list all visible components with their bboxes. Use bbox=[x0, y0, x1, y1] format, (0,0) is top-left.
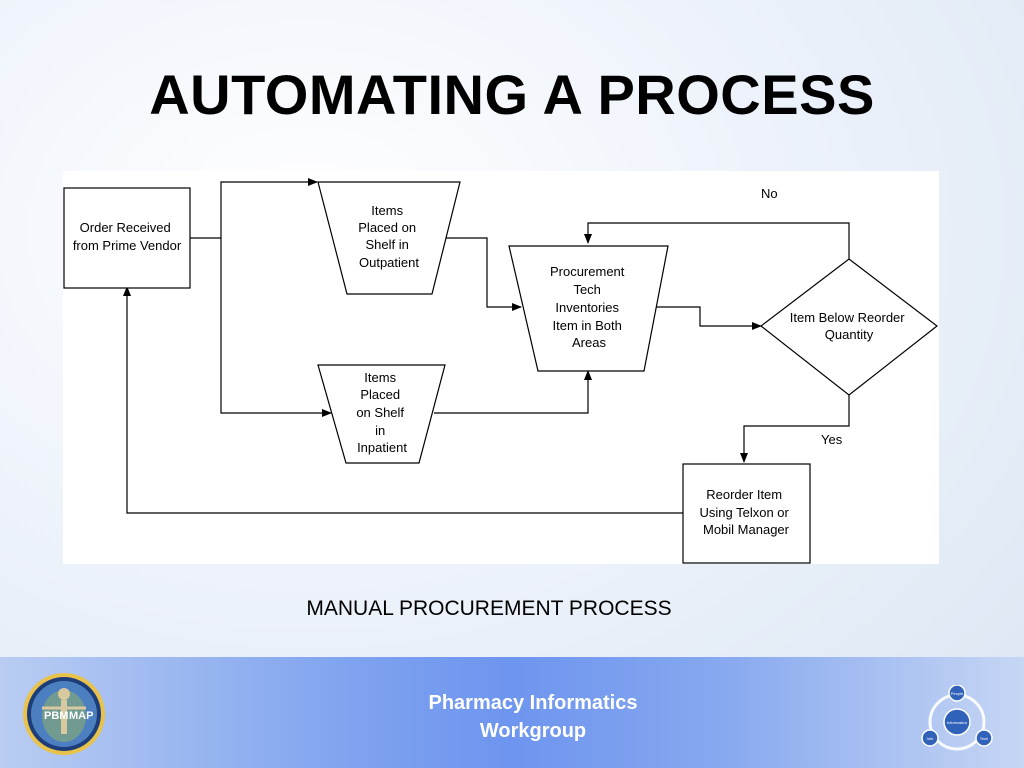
node-outpatient-label: Items Placed on Shelf in Outpatient bbox=[358, 203, 419, 270]
connectors bbox=[123, 178, 850, 514]
node-inpatient-label: Items Placed on Shelf in Inpatient bbox=[356, 370, 407, 455]
edge-decision-yes bbox=[740, 395, 850, 463]
node-decision-label: Item Below Reorder Quantity bbox=[790, 310, 909, 342]
edge-order-to-inpatient bbox=[220, 238, 332, 417]
node-inpatient-shelf bbox=[317, 364, 446, 464]
node-order-received bbox=[63, 187, 191, 289]
edge-label-yes: Yes bbox=[821, 432, 843, 447]
footer-line-2: Workgroup bbox=[479, 720, 587, 742]
footer-bar: PBM MAP Pharmacy Informatics Workgroup I… bbox=[0, 657, 1024, 768]
cycle-top-label: People bbox=[951, 691, 964, 696]
logo-map-text: MAP bbox=[69, 710, 93, 722]
cycle-logo: Information People Info Tech bbox=[921, 685, 993, 751]
edge-reorder-to-order bbox=[123, 286, 683, 514]
pbm-map-logo: PBM MAP bbox=[23, 673, 105, 755]
cycle-right-label: Tech bbox=[980, 736, 988, 741]
footer-org-name: Pharmacy Informatics Workgroup bbox=[0, 689, 1024, 745]
edge-outpatient-to-inventory bbox=[446, 237, 522, 311]
node-outpatient-shelf bbox=[317, 181, 461, 295]
node-procurement-inventory bbox=[508, 245, 669, 372]
node-inventory-label: Procurement Tech Inventories Item in Bot… bbox=[550, 264, 628, 350]
cycle-center-label: Information bbox=[947, 720, 967, 725]
node-reorder-item bbox=[682, 463, 811, 564]
node-reorder-decision bbox=[760, 258, 938, 396]
node-order-label: Order Received from Prime Vendor bbox=[73, 220, 182, 253]
edge-decision-no bbox=[584, 222, 850, 259]
edge-label-no: No bbox=[761, 186, 778, 201]
flowchart-canvas: Order Received from Prime Vendor Items P… bbox=[63, 178, 938, 564]
diagram-caption: MANUAL PROCUREMENT PROCESS bbox=[306, 597, 672, 620]
cycle-left-label: Info bbox=[927, 736, 934, 741]
edge-inventory-to-decision bbox=[654, 306, 762, 330]
slide-title: AUTOMATING A PROCESS bbox=[149, 63, 875, 126]
flowchart: Order Received from Prime Vendor Items P… bbox=[63, 171, 939, 564]
logo-pbm-text: PBM bbox=[44, 710, 68, 722]
edge-order-to-outpatient bbox=[189, 178, 318, 239]
node-reorder-label: Reorder Item Using Telxon or Mobil Manag… bbox=[700, 487, 793, 537]
footer-line-1: Pharmacy Informatics bbox=[428, 692, 638, 714]
edge-inpatient-to-inventory bbox=[434, 370, 592, 414]
